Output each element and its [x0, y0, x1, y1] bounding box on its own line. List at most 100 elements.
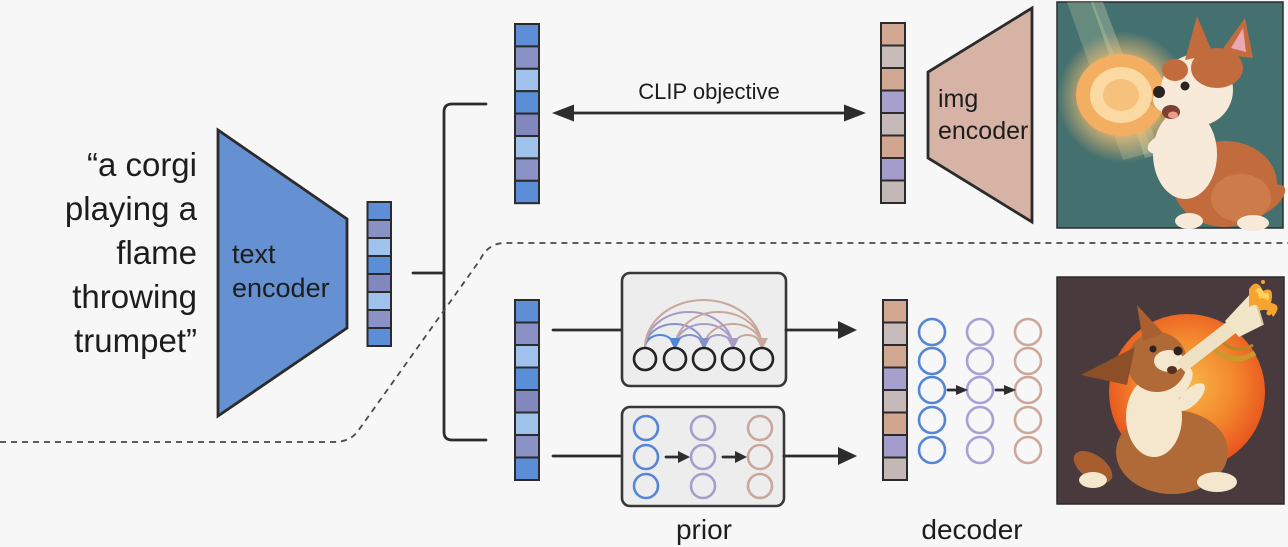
- spark: [1261, 280, 1265, 284]
- corgi-eye: [1180, 81, 1190, 91]
- embedding-cell: [514, 179, 540, 205]
- decoder-diffusion-dots: [917, 317, 1043, 465]
- corgi-eye-patch: [1162, 59, 1188, 81]
- corgi-figure: [1073, 305, 1237, 494]
- embedding-cell: [882, 366, 908, 391]
- corgi-arm: [1177, 383, 1205, 411]
- diffusion-circle: [632, 472, 660, 500]
- corgi-paw: [1079, 472, 1107, 488]
- attention-arc: [644, 299, 763, 349]
- diffusion-circle: [689, 443, 717, 471]
- clip-image-embedding-vector: [880, 22, 906, 204]
- decoder-circle: [1013, 317, 1043, 347]
- trumpet-tube: [1176, 317, 1241, 372]
- corgi-haunch: [1211, 174, 1271, 222]
- embedding-cell: [366, 309, 392, 329]
- embedding-cell: [514, 299, 540, 324]
- decoder-circle: [1013, 435, 1043, 465]
- text-embedding-vector: [366, 201, 392, 347]
- img-encoder-shape: [926, 5, 1034, 225]
- corgi-chest: [1153, 109, 1217, 199]
- arrowhead-icon: [838, 321, 857, 339]
- decoder-label: decoder: [921, 514, 1022, 545]
- attention-arrowhead-icon: [727, 338, 739, 350]
- decoder-circle: [917, 346, 947, 376]
- text-encoder-label: encoder: [232, 273, 330, 303]
- embedding-cell: [514, 23, 540, 48]
- flame: [1249, 283, 1278, 317]
- decoder-circle: [965, 346, 995, 376]
- embedding-cell: [882, 344, 908, 369]
- embedding-cell: [882, 411, 908, 436]
- corgi-head-patch: [1191, 48, 1243, 88]
- embedding-cell: [366, 327, 392, 347]
- embedding-cell: [366, 291, 392, 311]
- spark: [1266, 310, 1272, 316]
- embedding-cell: [880, 22, 906, 47]
- decoder-circle: [1013, 346, 1043, 376]
- embedding-cell: [366, 201, 392, 221]
- embedding-cell: [366, 255, 392, 275]
- arrowhead-left-icon: [552, 104, 574, 122]
- corgi-nose: [1153, 86, 1165, 98]
- diffusion-step-arrowhead-icon: [678, 451, 690, 463]
- trumpet: [1176, 280, 1278, 372]
- clip-objective: CLIP objective: [552, 79, 866, 122]
- embedding-cell: [366, 273, 392, 293]
- decoder-circle: [917, 435, 947, 465]
- prior-label: prior: [676, 514, 732, 545]
- corgi-nose: [1173, 346, 1183, 356]
- split-bracket: [442, 102, 488, 442]
- prompt-line: playing a: [65, 190, 198, 227]
- trumpet-bell-core: [1103, 79, 1139, 111]
- corgi-arm: [1147, 133, 1179, 155]
- autoregressive-prior-box: [620, 271, 788, 388]
- img-encoder: img encoder: [926, 5, 1034, 225]
- img-encoder-label: encoder: [938, 117, 1028, 145]
- embedding-cell: [514, 67, 540, 93]
- arrowhead-icon: [838, 447, 857, 465]
- ar-prior-to-decoder-arrow: [784, 321, 857, 339]
- embedding-cell: [514, 434, 540, 459]
- prompt-line: trumpet”: [74, 322, 197, 359]
- decoder-circle: [965, 375, 995, 405]
- embedding-cell: [880, 44, 906, 69]
- attention-arrowhead-icon: [669, 338, 681, 350]
- diffusion-prior-to-decoder-arrow: [782, 447, 857, 465]
- decoder-circle: [965, 435, 995, 465]
- embedding-cell: [880, 112, 906, 137]
- embedding-cell: [882, 321, 908, 346]
- generated-output-image: [1056, 276, 1285, 505]
- token-circle: [749, 346, 775, 372]
- prompt-text: “a corgi playing a flame throwing trumpe…: [65, 146, 198, 359]
- decoder-input-embedding-vector: [882, 299, 908, 481]
- decoder-step-arrowhead-icon: [956, 385, 968, 395]
- embedding-cell: [882, 389, 908, 414]
- embedding-cell: [514, 411, 540, 436]
- decoder-circle: [917, 375, 947, 405]
- embedding-cell: [366, 237, 392, 257]
- embedding-cell: [514, 112, 540, 137]
- corgi-ear: [1081, 347, 1135, 385]
- corgi-paw: [1237, 215, 1269, 231]
- corgi-muzzle: [1154, 350, 1184, 372]
- clip-input-image: [1056, 1, 1286, 231]
- prompt-line: flame: [116, 234, 197, 271]
- decoder-step-arrowhead-icon: [1004, 385, 1016, 395]
- embedding-cell: [514, 456, 540, 481]
- diffusion-circle: [746, 472, 774, 500]
- text-encoder-shape: [216, 127, 349, 419]
- embedding-cell: [514, 135, 540, 160]
- diffusion-circle: [689, 472, 717, 500]
- token-circle: [632, 346, 658, 372]
- attention-arrowhead-icon: [698, 338, 710, 350]
- diffusion-circle: [746, 443, 774, 471]
- diffusion-circle: [632, 443, 660, 471]
- decoder-circle: [1013, 405, 1043, 435]
- diffusion-circle: [746, 414, 774, 442]
- prompt-line: throwing: [72, 278, 197, 315]
- embedding-cell: [882, 299, 908, 324]
- corgi-tongue: [1168, 111, 1178, 119]
- flame-inner: [1255, 287, 1269, 301]
- embedding-cell: [514, 321, 540, 346]
